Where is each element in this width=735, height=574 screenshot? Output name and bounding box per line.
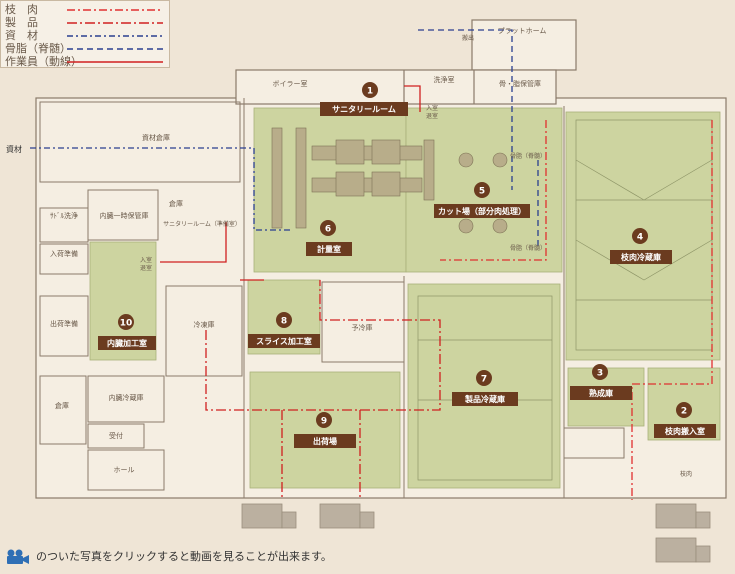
station-label: 熟成庫 — [589, 388, 613, 398]
flow-carcass — [631, 120, 713, 500]
station-label: 枝肉冷蔵庫 — [620, 252, 661, 262]
legend-line — [67, 35, 163, 37]
station-number-badge[interactable] — [118, 314, 134, 330]
station-number: 4 — [637, 233, 643, 243]
station-number-badge[interactable] — [316, 412, 332, 428]
station-number-badge[interactable] — [474, 182, 490, 198]
room-label: 入荷準備 — [50, 249, 78, 258]
station-label-box[interactable] — [98, 336, 156, 350]
station-number: 7 — [481, 375, 487, 385]
legend: 枝 肉製 品資 材骨脂（脊髄）作業員（動線） — [0, 0, 170, 68]
room-label: 予冷庫 — [352, 323, 373, 332]
legend-label: 枝 肉 — [5, 3, 38, 16]
bone-label: 骨脂（脊髄） — [510, 152, 546, 160]
enter-label: 入室 — [140, 256, 152, 264]
station-number: 5 — [479, 187, 485, 197]
truck-icon — [241, 503, 283, 529]
room-label: プラットホーム — [498, 27, 547, 35]
station-number: 1 — [367, 87, 373, 97]
station-number-badge[interactable] — [592, 364, 608, 380]
area-shipping — [249, 371, 401, 489]
enter-label: 入室 — [426, 104, 438, 112]
station-label-box[interactable] — [452, 392, 518, 406]
room-label: 冷凍庫 — [194, 320, 215, 329]
station-label: スライス加工室 — [256, 336, 312, 346]
station-number: 10 — [120, 319, 133, 329]
station-number: 8 — [281, 317, 287, 327]
exit-label: 退室 — [426, 112, 438, 120]
room-label: ボイラー室 — [273, 79, 308, 88]
station-number-badge[interactable] — [320, 220, 336, 236]
flow-worker — [160, 85, 421, 281]
station-number: 2 — [681, 407, 687, 417]
station-number-badge[interactable] — [276, 312, 292, 328]
station-label: 出荷場 — [313, 436, 337, 446]
legend-label: 資 材 — [5, 29, 38, 42]
legend-label: 製 品 — [5, 16, 38, 29]
room-label: 内臓一時保管庫 — [100, 211, 149, 220]
video-camera-icon — [6, 549, 30, 565]
footer-text: のついた写真をクリックすると動画を見ることが出来ます。 — [36, 550, 332, 563]
bone-label: 骨脂（脊髄） — [510, 244, 546, 252]
truck-icon — [655, 503, 697, 529]
station-label-box[interactable] — [570, 386, 632, 400]
room-label: 出荷準備 — [50, 319, 78, 328]
station-number-badge[interactable] — [476, 370, 492, 386]
station-label: 製品冷蔵庫 — [464, 394, 505, 404]
flow-carcass-2 — [440, 120, 547, 261]
flow-lines — [30, 29, 713, 500]
station-label-box[interactable] — [654, 424, 716, 438]
legend-line — [67, 22, 163, 24]
room-label: 内臓冷蔵庫 — [109, 393, 144, 402]
station-label-box[interactable] — [248, 334, 320, 348]
station-label-box[interactable] — [294, 434, 356, 448]
station-label-box[interactable] — [434, 204, 530, 218]
station-label-box[interactable] — [306, 242, 352, 256]
legend-line — [67, 9, 163, 11]
flow-product — [205, 280, 441, 411]
station-number-badge[interactable] — [676, 402, 692, 418]
station-badges: 1 サニタリールーム 2 枝肉搬入室 3 熟成庫 4 枝肉冷蔵庫 5 カット場（部分肉処理） 6 計量… — [98, 82, 716, 448]
exit-label: 搬出 — [462, 34, 474, 42]
station-label: 内臓加工室 — [107, 338, 147, 348]
room-label: 倉庫 — [169, 199, 183, 208]
legend-line — [67, 61, 163, 63]
room-label: 倉庫 — [55, 401, 69, 410]
room-label: 受付 — [109, 431, 123, 440]
station-number: 9 — [321, 417, 327, 427]
carcass-label: 枝肉 — [680, 470, 692, 478]
room-label: 骨・脂保管庫 — [499, 79, 541, 88]
station-label: 枝肉搬入室 — [664, 426, 705, 436]
station-number: 6 — [325, 225, 331, 235]
station-label: サニタリールーム — [332, 104, 396, 114]
legend-label: 骨脂（脊髄） — [5, 42, 71, 55]
truck-icon — [655, 537, 697, 563]
room-label: サニタリールーム（準備室） — [163, 220, 241, 228]
station-number-badge[interactable] — [362, 82, 378, 98]
legend-line — [67, 48, 163, 50]
trucks — [241, 503, 711, 563]
room-label: 資材倉庫 — [142, 133, 170, 142]
interior-walls — [39, 98, 625, 498]
legend-label: 作業員（動線） — [5, 55, 82, 68]
exit-label: 退室 — [140, 264, 152, 272]
material-label: 資材 — [6, 144, 22, 154]
room-label: 洗浄室 — [434, 75, 455, 84]
room-label: ｻﾄﾞﾙ洗浄 — [50, 211, 78, 220]
truck-icon — [319, 503, 361, 529]
station-number: 3 — [597, 369, 603, 379]
station-label-box[interactable] — [610, 250, 672, 264]
station-label-box[interactable] — [320, 102, 408, 116]
station-label: 計量室 — [317, 244, 341, 254]
flow-material — [30, 147, 290, 231]
station-label: カット場（部分肉処理） — [438, 206, 526, 216]
room-label: ホール — [114, 466, 135, 474]
machinery — [271, 127, 508, 234]
station-number-badge[interactable] — [632, 228, 648, 244]
footer-note: のついた写真をクリックすると動画を見ることが出来ます。 — [6, 548, 332, 566]
